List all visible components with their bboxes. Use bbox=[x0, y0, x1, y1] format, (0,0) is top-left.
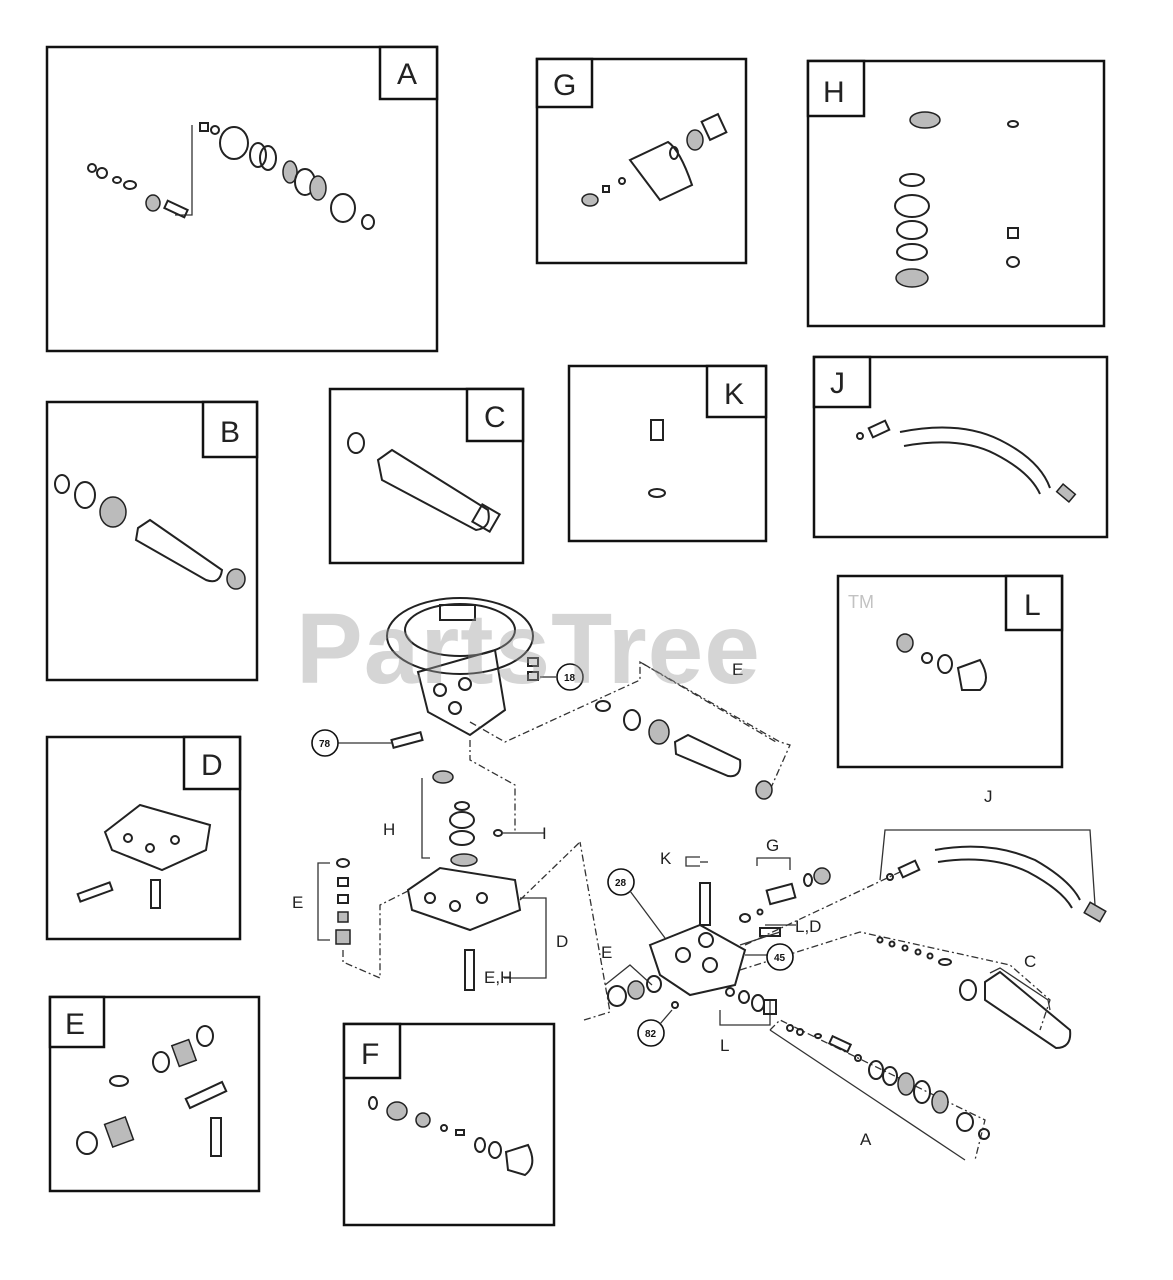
inset-f-letter: F bbox=[361, 1038, 379, 1071]
label-e-left: E bbox=[292, 893, 303, 912]
inset-j-tag bbox=[812, 355, 872, 409]
inset-a: A bbox=[45, 45, 439, 353]
callout-45: 45 bbox=[774, 953, 786, 964]
inset-h-tag bbox=[806, 59, 866, 118]
inset-b-parts bbox=[54, 474, 246, 590]
inset-j-letter: J bbox=[830, 367, 845, 400]
label-eh-bottom: E,H bbox=[484, 968, 512, 987]
callout-45-bubble bbox=[766, 943, 794, 971]
watermark: PartsTree TM bbox=[296, 592, 874, 705]
inset-b-tag bbox=[201, 400, 259, 459]
inset-e-parts bbox=[76, 1025, 228, 1157]
inset-h: H bbox=[806, 59, 1106, 328]
callout-18: 18 bbox=[564, 673, 576, 684]
inset-e-letter: E bbox=[65, 1008, 85, 1041]
inset-a-tag bbox=[378, 45, 439, 101]
inset-e: E bbox=[48, 995, 261, 1193]
inset-h-letter: H bbox=[823, 76, 845, 109]
label-k-branch: K bbox=[660, 849, 672, 868]
callout-82: 82 bbox=[645, 1029, 657, 1040]
inset-a-letter: A bbox=[397, 58, 417, 91]
inset-b-letter: B bbox=[220, 416, 240, 449]
callout-78: 78 bbox=[319, 739, 331, 750]
right-assembly bbox=[579, 829, 1107, 1161]
inset-k-tag bbox=[705, 364, 768, 419]
inset-c-tag bbox=[465, 387, 525, 443]
inset-c: C bbox=[328, 387, 525, 565]
inset-j-parts bbox=[856, 419, 1077, 504]
inset-l-tag bbox=[1004, 574, 1064, 632]
inset-g-parts bbox=[581, 112, 728, 207]
inset-f-parts bbox=[368, 1096, 534, 1177]
label-d-right: D bbox=[556, 932, 568, 951]
label-e-middle: E bbox=[601, 943, 612, 962]
callout-82-bubble bbox=[637, 1019, 665, 1047]
inset-g-letter: G bbox=[553, 69, 576, 102]
inset-l-parts bbox=[896, 633, 987, 691]
label-j-right: J bbox=[984, 787, 993, 806]
label-h-left: H bbox=[383, 820, 395, 839]
main-labels: E H I E D E,H K G L,D E L A C J bbox=[292, 660, 1036, 1149]
inset-a-frame bbox=[45, 45, 439, 353]
callout-18-bubble bbox=[556, 663, 584, 691]
inset-d-letter: D bbox=[201, 749, 223, 782]
label-a-lower: A bbox=[860, 1130, 872, 1149]
motor-flange bbox=[386, 597, 534, 675]
inset-g: G bbox=[535, 57, 748, 265]
inset-f-tag bbox=[342, 1022, 402, 1080]
inset-d-tag bbox=[182, 735, 242, 791]
inset-k-parts bbox=[648, 419, 666, 498]
inset-e-tag bbox=[48, 995, 106, 1049]
inset-c-letter: C bbox=[484, 401, 506, 434]
main-assembly bbox=[317, 597, 791, 991]
callouts: 18 78 28 45 82 bbox=[311, 663, 794, 1047]
inset-l: L bbox=[836, 574, 1064, 769]
inset-j: J bbox=[812, 355, 1109, 539]
watermark-trademark: TM bbox=[848, 592, 874, 612]
inset-f: F bbox=[342, 1022, 556, 1227]
label-ld-branch: L,D bbox=[795, 917, 821, 936]
inset-k: K bbox=[567, 364, 768, 543]
label-l-lower: L bbox=[720, 1036, 729, 1055]
label-g-branch: G bbox=[766, 836, 779, 855]
callout-28-bubble bbox=[607, 868, 635, 896]
inset-k-letter: K bbox=[724, 378, 744, 411]
inset-l-letter: L bbox=[1024, 589, 1041, 622]
inset-d: D bbox=[45, 735, 242, 941]
inset-a-parts bbox=[87, 122, 375, 230]
inset-g-tag bbox=[535, 57, 594, 109]
label-c-right: C bbox=[1024, 952, 1036, 971]
callout-28: 28 bbox=[615, 878, 627, 889]
inset-h-parts bbox=[894, 111, 1020, 288]
inset-d-parts bbox=[76, 803, 212, 909]
watermark-text: PartsTree bbox=[296, 593, 761, 705]
inset-b: B bbox=[45, 400, 259, 682]
inset-c-parts bbox=[347, 432, 502, 534]
label-e-top: E bbox=[732, 660, 743, 679]
label-i-right: I bbox=[542, 824, 547, 843]
callout-78-bubble bbox=[311, 729, 339, 757]
